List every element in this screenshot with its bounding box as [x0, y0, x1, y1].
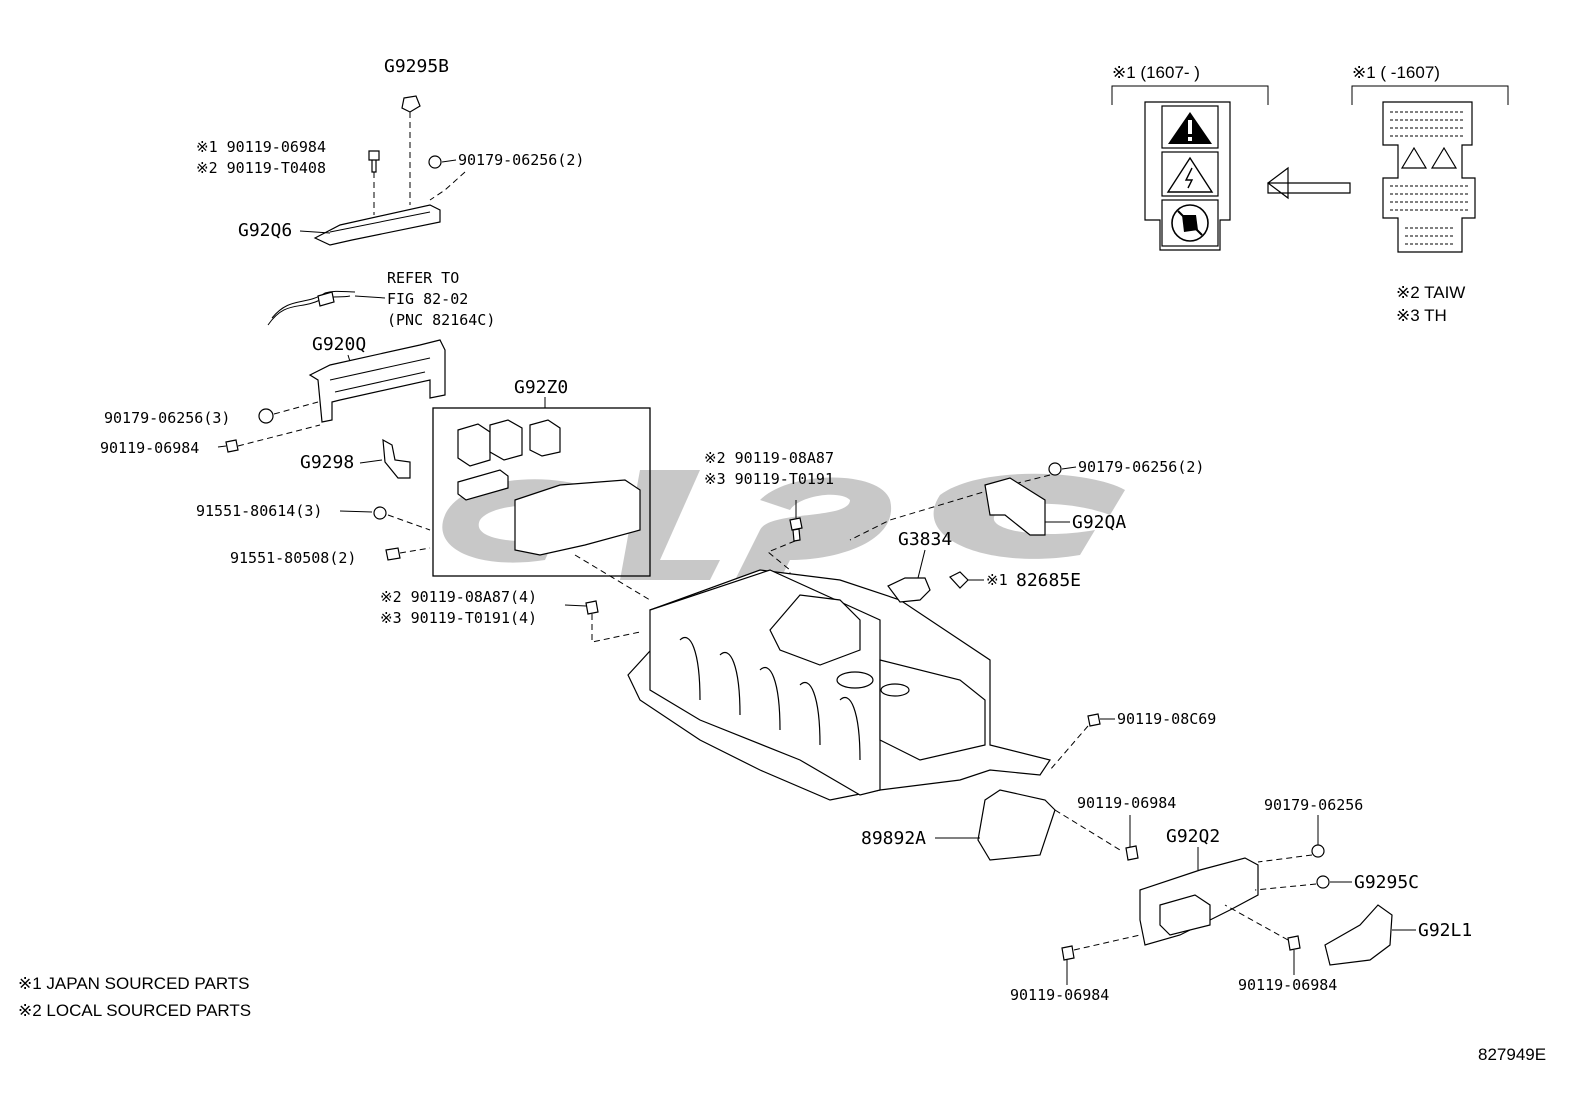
nut-a — [428, 155, 442, 169]
middle-fasteners: ※2 90119-08A87 ※3 90119-T0191 ※2 90119-0… — [380, 449, 834, 643]
bracket-g92qa — [984, 477, 1046, 536]
g920q-group: G920Q 90179-06256(3) 90119-06984 G9298 — [100, 334, 446, 479]
nut-d — [1311, 844, 1325, 858]
bolt-c — [789, 517, 803, 542]
bolt-g — [1061, 945, 1075, 961]
refer-line-2: FIG 82-02 — [387, 290, 468, 308]
legend: ※1 JAPAN SOURCED PARTS ※2 LOCAL SOURCED … — [18, 974, 251, 1020]
relay-3 — [529, 419, 561, 457]
label-g3834: G3834 — [898, 529, 952, 550]
nut-c — [1048, 462, 1062, 476]
g92z0-group: G92Z0 91551-80614(3) 91551-80508(2) — [196, 377, 651, 601]
label-90119-06984-mid: 90119-06984 — [1077, 794, 1176, 812]
variant-th: ※3 TH — [1396, 306, 1447, 325]
label-g920q: G920Q — [312, 334, 366, 355]
label-g9295b: G9295B — [384, 56, 449, 77]
label-c1: ※2 90119-08A87(4) — [380, 588, 537, 606]
lower-right-group: 90119-08C69 89892A 90119-06984 90179-062… — [861, 710, 1472, 1004]
label-a1: ※1 90119-06984 — [196, 138, 326, 156]
label-b2: ※3 90119-T0191 — [704, 470, 834, 488]
bolt-f — [1125, 845, 1139, 861]
nut-b — [258, 408, 274, 424]
clip-g9295b — [401, 95, 421, 113]
legend-japan: ※1 JAPAN SOURCED PARTS — [18, 974, 250, 993]
relay-2 — [489, 419, 523, 461]
label-g92q6: G92Q6 — [238, 220, 292, 241]
label-82685e-mark: ※1 — [986, 571, 1008, 589]
screw-a — [373, 506, 387, 520]
label-g92q2: G92Q2 — [1166, 826, 1220, 847]
sensor-g3834 — [887, 577, 931, 603]
bolt-d — [585, 600, 599, 615]
label-g92l1: G92L1 — [1418, 920, 1472, 941]
bracket-g9298 — [382, 438, 411, 479]
label-90119-06984-b1: 90119-06984 — [1010, 986, 1109, 1004]
diagram-code: 827949E — [1478, 1045, 1546, 1064]
bolt-e — [1087, 713, 1101, 727]
bolt-h — [1287, 935, 1301, 951]
label-90119-06984-left: 90119-06984 — [100, 439, 199, 457]
assembly-box-g92z0 — [432, 407, 651, 577]
label-a2: ※2 90119-T0408 — [196, 159, 326, 177]
g92qa-group: 90179-06256(2) G92QA G3834 ※1 82685E — [849, 458, 1204, 603]
label-g92qa: G92QA — [1072, 512, 1126, 533]
variant-taiw: ※2 TAIW — [1396, 283, 1465, 302]
label-82685e: 82685E — [1016, 570, 1081, 591]
cover-g92l1 — [1324, 904, 1393, 966]
warning-label-old — [1382, 101, 1476, 253]
label-90119-06984-b2: 90119-06984 — [1238, 976, 1337, 994]
label-g9295c: G9295C — [1354, 872, 1419, 893]
clip-g9295c — [1316, 875, 1330, 889]
label-90179-06256-3: 90179-06256(3) — [104, 409, 230, 427]
label-g92z0: G92Z0 — [514, 377, 568, 398]
service-plug-housing — [769, 594, 861, 666]
label-90179-06256-r: 90179-06256 — [1264, 796, 1363, 814]
variant-old-title: ※1 ( -1607) — [1352, 63, 1440, 82]
label-91551-80614: 91551-80614(3) — [196, 502, 322, 520]
label-90179-06256-2a: 90179-06256(2) — [458, 151, 584, 169]
warning-labels-group: ※1 (1607- ) ※1 ( -1607) — [1111, 63, 1509, 325]
bolt-b — [225, 439, 239, 453]
label-c2: ※3 90119-T0191(4) — [380, 609, 537, 627]
label-b1: ※2 90119-08A87 — [704, 449, 834, 467]
junction-block — [514, 479, 641, 556]
fuse-block — [457, 469, 509, 501]
refer-line-1: REFER TO — [387, 269, 459, 287]
label-g9298: G9298 — [300, 452, 354, 473]
bracket-g920q — [308, 339, 446, 423]
part-82685e — [949, 571, 969, 589]
screw-b — [385, 547, 401, 561]
bracket-g92q6 — [313, 204, 441, 246]
wire-harness-reference: REFER TO FIG 82-02 (PNC 82164C) — [267, 269, 495, 329]
label-91551-80508: 91551-80508(2) — [230, 549, 356, 567]
ecu-89892a — [977, 789, 1056, 861]
refer-line-3: (PNC 82164C) — [387, 311, 495, 329]
label-90179-06256-2b: 90179-06256(2) — [1078, 458, 1204, 476]
hybrid-battery-assembly — [627, 569, 1051, 801]
arrow-left-icon — [1267, 166, 1351, 200]
relay-1 — [457, 423, 491, 467]
label-90119-08c69: 90119-08C69 — [1117, 710, 1216, 728]
variant-new-title: ※1 (1607- ) — [1112, 63, 1200, 82]
bolt-a — [368, 150, 380, 173]
legend-local: ※2 LOCAL SOURCED PARTS — [18, 1001, 251, 1020]
battery-end-plate — [879, 659, 986, 761]
label-89892a: 89892A — [861, 828, 926, 849]
g92q6-group: G9295B ※1 90119-06984 ※2 90119-T0408 901… — [196, 56, 584, 246]
